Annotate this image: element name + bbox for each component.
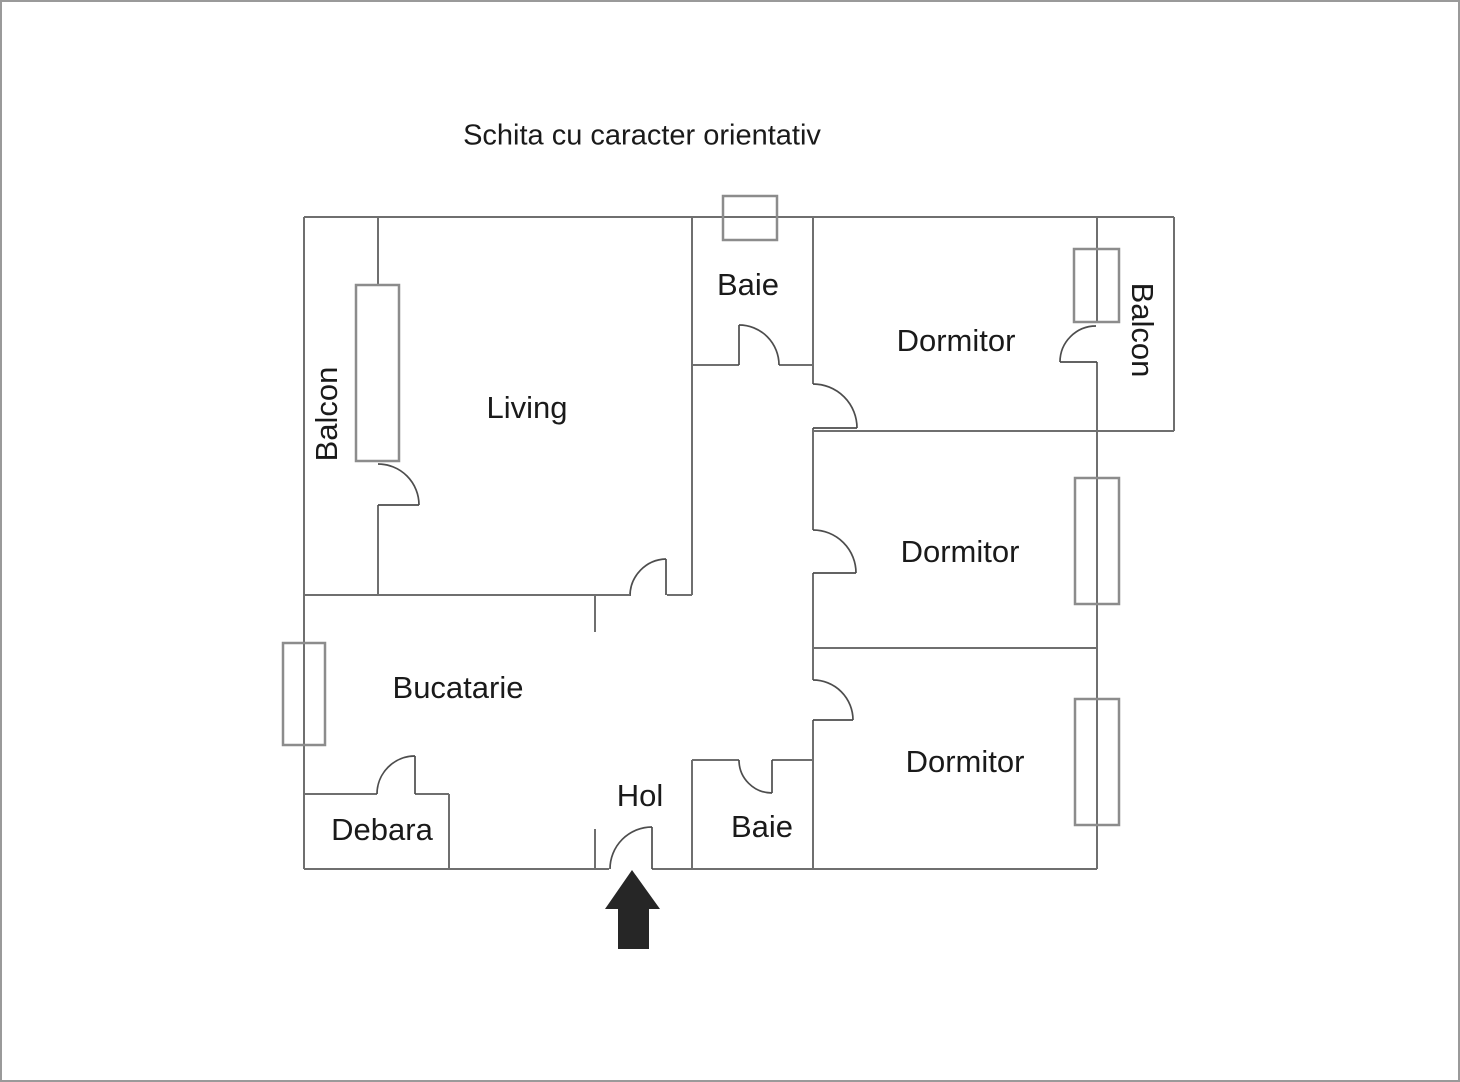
- door-dormitor-bottom-arc: [812, 679, 854, 721]
- door-balcony-left-arc: [377, 463, 420, 506]
- room-label-bucatarie: Bucatarie: [392, 670, 524, 705]
- door-baie-bottom-arc: [738, 759, 773, 794]
- room-label-debara: Debara: [331, 812, 433, 847]
- window-bucatarie: [281, 641, 327, 747]
- room-label-dormitor-bottom: Dormitor: [905, 744, 1025, 779]
- door-baie-top-arc: [738, 324, 780, 366]
- door-dormitor-top-arc: [812, 383, 858, 429]
- entrance-arrow-icon: [605, 870, 660, 949]
- room-label-dormitor-mid: Dormitor: [900, 534, 1020, 569]
- door-balcony-right-arc: [1059, 325, 1097, 363]
- room-label-dormitor-top: Dormitor: [896, 323, 1016, 358]
- vent-baie-top: [721, 194, 779, 242]
- door-debara-arc: [376, 755, 416, 795]
- room-label-hol: Hol: [616, 778, 664, 813]
- window-dormitor-bottom: [1073, 697, 1121, 827]
- window-dormitor-mid: [1073, 476, 1121, 606]
- door-dormitor-mid: [812, 529, 857, 574]
- room-label-baie-bottom: Baie: [730, 809, 794, 844]
- door-baie-bottom: [738, 759, 773, 794]
- door-balcony-right: [1059, 325, 1097, 363]
- door-baie-top: [738, 324, 780, 366]
- window-dormitor-top: [1072, 247, 1121, 324]
- room-label-baie-top: Baie: [716, 267, 780, 302]
- window-balcony-left: [354, 283, 401, 463]
- door-dormitor-bottom: [812, 679, 854, 721]
- room-label-balcon-right: Balcon: [1125, 282, 1160, 378]
- door-entrance-arc: [609, 826, 653, 870]
- door-living-arc: [629, 558, 667, 597]
- door-entrance: [609, 826, 653, 870]
- plan-title: Schita cu caracter orientativ: [463, 119, 821, 152]
- door-dormitor-top: [812, 383, 858, 429]
- door-living: [629, 558, 667, 597]
- door-dormitor-mid-arc: [812, 529, 857, 574]
- room-label-balcon-left: Balcon: [309, 366, 344, 462]
- door-balcony-left: [377, 463, 420, 506]
- door-debara: [376, 755, 416, 795]
- room-label-living: Living: [486, 390, 568, 425]
